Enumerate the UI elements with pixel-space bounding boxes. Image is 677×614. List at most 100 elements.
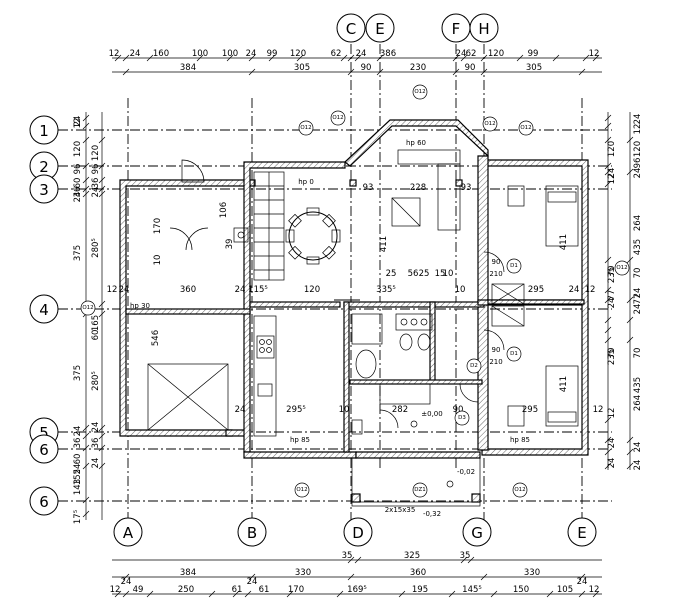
door-tag-label: D3	[458, 415, 466, 421]
dim-left-outer: 96	[73, 164, 83, 175]
dim-top-row1: 100	[192, 49, 208, 59]
dimension-tick	[460, 54, 468, 62]
dim-interior-vertical: 39	[225, 239, 235, 250]
dim-left-outer: 143	[73, 479, 83, 495]
dimension-tick	[196, 54, 204, 62]
bathroom	[351, 313, 433, 405]
dim-left-outer: 12	[73, 118, 83, 129]
dim-left-inner: 60	[91, 330, 101, 341]
dimension-tick	[208, 590, 216, 598]
dim-bottom-row3: 12	[589, 585, 600, 595]
axis-bubble-bottom-3-label: G	[471, 524, 483, 542]
dim-right-outer: 435	[633, 377, 643, 393]
axis-bubble-left-0-label: 1	[39, 122, 49, 140]
dim-interior-row: 12	[585, 285, 596, 295]
dimension-tick	[604, 316, 612, 324]
dim-right-outer: 24	[633, 304, 643, 315]
dim-interior-row: 295	[528, 285, 544, 295]
dim-interior-small: 25	[386, 269, 397, 279]
dim-top-row1: 386	[380, 49, 396, 59]
window-tag: O12	[518, 120, 534, 136]
dimension-tick	[244, 590, 252, 598]
axis-bubble-left-0: 1	[29, 115, 59, 145]
dimension-tick	[248, 68, 256, 76]
dimension-tick	[248, 54, 256, 62]
axis-bubble-bottom-0-label: A	[123, 524, 134, 542]
dimension-tick	[376, 54, 384, 62]
dim-top-row1: 24	[456, 49, 467, 59]
dim-right-inner: 70	[607, 266, 617, 277]
dimension-tick	[296, 54, 304, 62]
drawing-note: hp 85	[290, 436, 310, 444]
dimension-tick	[592, 54, 600, 62]
dim-left-outer: 24	[73, 116, 83, 127]
dim-left-inner: 36	[91, 178, 101, 189]
dim-interior-lower: 295⁵	[286, 405, 306, 415]
dim-interior-row: 24	[119, 285, 130, 295]
dimension-tick	[604, 162, 612, 170]
dimension-tick	[82, 510, 90, 518]
dim-right-outer: 24	[633, 114, 643, 125]
dim-interior-vertical: 10	[153, 255, 163, 266]
axis-bubble-top-1-label: E	[375, 20, 384, 38]
axis-bubble-top-0-label: C	[346, 20, 356, 38]
dim-left-outer: 155	[73, 469, 83, 485]
dim-right-outer: 435	[633, 239, 643, 255]
drawing-note: -0,02	[457, 468, 475, 476]
window-tag: O12	[330, 110, 346, 126]
dimension-tick	[122, 573, 130, 581]
kitchen	[253, 299, 360, 437]
dim-bottom-row3: 61	[259, 585, 270, 595]
walls	[119, 119, 589, 459]
dim-left-inner: 280⁵	[91, 238, 101, 258]
door-tag-label: DZ1	[414, 487, 426, 493]
entry-canopy	[351, 420, 481, 507]
door-tag: D2	[466, 358, 482, 374]
dim-interior-row: 335⁵	[376, 285, 396, 295]
dim-interior-vertical: 106	[219, 202, 229, 218]
axis-bubble-left-4-label: 5	[39, 424, 49, 442]
dimension-tick	[82, 136, 90, 144]
dimension-tick	[552, 54, 560, 62]
dimension-tick	[467, 556, 475, 564]
dimension-tick	[626, 462, 634, 470]
dim-bottom-row3: 105	[557, 585, 573, 595]
drawing-note: hp 0	[298, 178, 314, 186]
dimension-tick	[398, 590, 406, 598]
window-tag-label: O12	[296, 487, 307, 493]
dim-top-row1: 12	[109, 49, 120, 59]
dimension-tick	[376, 68, 384, 76]
dimension-tick	[226, 54, 234, 62]
dimension-tick	[626, 336, 634, 344]
dimension-tick	[82, 185, 90, 193]
dining-table	[285, 207, 341, 265]
dimension-tick	[578, 573, 586, 581]
window-tag: O12	[298, 120, 314, 136]
axis-bubble-top-0: C	[336, 13, 366, 43]
dim-bottom-row3: 12	[110, 585, 121, 595]
dim-right-outer: 264	[633, 395, 643, 411]
dim-interior-row: 360	[180, 285, 196, 295]
dim-left-outer: 36	[73, 187, 83, 198]
dim-right-inner: 24	[607, 438, 617, 449]
dimension-tick	[604, 462, 612, 470]
dimension-tick	[578, 590, 586, 598]
window-tag-label: O12	[616, 265, 627, 271]
dim-interior-vertical: 170	[153, 218, 163, 234]
dimension-tick	[248, 573, 256, 581]
dimension-tick	[98, 444, 106, 452]
dim-left-outer: 17⁵	[73, 510, 83, 524]
drawing-note: 90	[492, 258, 501, 266]
dim-interior-vertical: 546	[151, 330, 161, 346]
window-tag: O12	[614, 260, 630, 276]
dim-top-row1: 99	[267, 49, 278, 59]
door-tag: D3	[454, 410, 470, 426]
dim-left-inner: 36	[91, 438, 101, 449]
window-tag-label: O12	[332, 115, 343, 121]
dimension-tick	[626, 316, 634, 324]
dim-bottom-24: 24	[247, 577, 258, 587]
dimension-tick	[98, 176, 106, 184]
dimension-tick	[604, 416, 612, 424]
dim-bottom-24: 24	[577, 577, 588, 587]
